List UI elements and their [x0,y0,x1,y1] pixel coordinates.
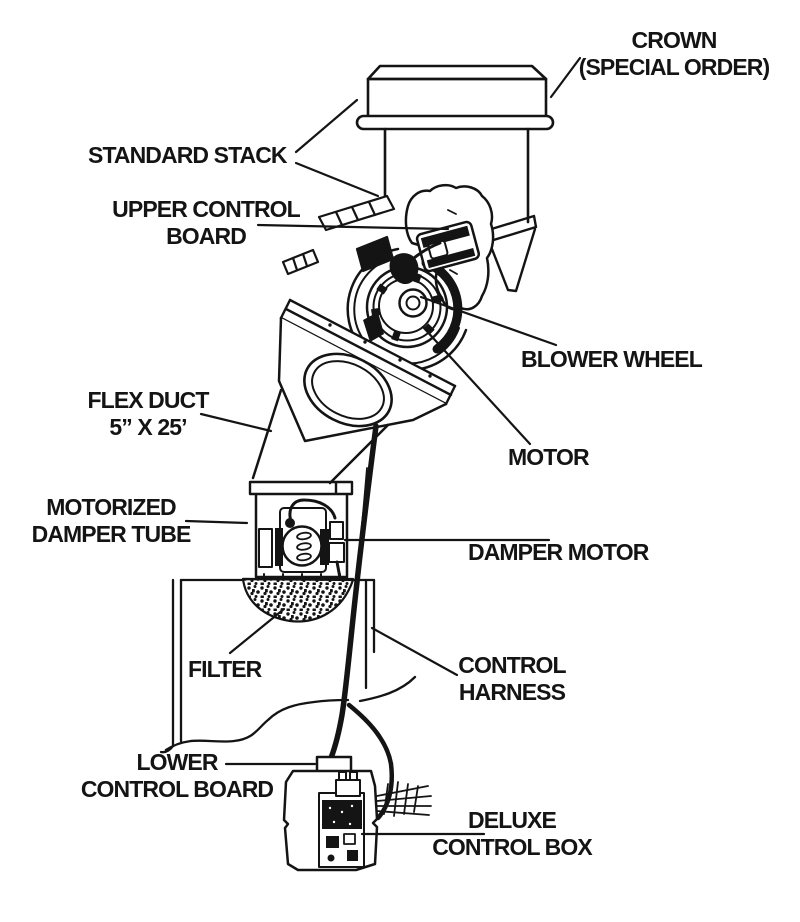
label-lower-control-board-line2: CONTROL BOARD [80,776,274,802]
label-motorized-damper-tube-line2: DAMPER TUBE [31,521,192,547]
motor-wire [412,241,442,260]
leader-motor [421,325,532,446]
oval-port-box [277,316,448,443]
stack-shape [383,127,530,224]
label-upper-control-board: UPPER CONTROL BOARD [96,196,316,250]
label-flex-duct: FLEX DUCT 5” X 25’ [58,387,238,441]
label-flex-duct-line1: FLEX DUCT [87,387,210,413]
label-upper-control-board-line2: BOARD [166,223,247,249]
label-upper-control-board-line1: UPPER CONTROL [112,196,301,222]
label-motor: MOTOR [508,444,590,470]
leader-upper-control-board [256,223,450,231]
control-box-shape [282,755,432,872]
leader-motorized-damper-tube [184,519,249,525]
label-deluxe-control-box-line2: CONTROL BOX [432,834,593,860]
leader-flex-duct [199,412,273,433]
label-deluxe-control-box-line1: DELUXE [468,807,557,833]
label-control-harness-line1: CONTROL [458,652,566,678]
flex-duct-shape [251,388,390,485]
blower-wheel-shape [365,265,449,349]
label-control-harness: CONTROL HARNESS [432,652,592,706]
label-blower-wheel: BLOWER WHEEL [521,346,703,372]
label-damper-motor: DAMPER MOTOR [468,539,649,565]
mounting-plate [279,298,457,406]
label-crown-line2: (SPECIAL ORDER) [578,54,770,80]
leader-control-harness [370,626,459,677]
label-crown: CROWN (SPECIAL ORDER) [544,27,800,81]
label-motorized-damper-tube: MOTORIZED DAMPER TUBE [21,494,201,548]
wire-bundle [376,781,432,817]
label-standard-stack: STANDARD STACK [88,142,288,168]
label-flex-duct-line2: 5” X 25’ [109,414,187,440]
upper-control-board-shape [415,220,481,273]
stack-elbow-duct [483,214,538,293]
label-deluxe-control-box: DELUXE CONTROL BOX [432,807,593,861]
label-lower-control-board-line1: LOWER [136,749,218,775]
leader-standard-stack-upper [294,98,359,154]
label-lower-control-board: LOWER CONTROL BOARD [57,749,297,803]
leader-filter [228,607,286,655]
crown-shape [355,64,555,131]
damper-tube-shape [248,480,354,580]
leader-lines [184,56,582,836]
label-motorized-damper-tube-line1: MOTORIZED [46,494,176,520]
label-control-harness-line2: HARNESS [458,679,566,705]
label-crown-line1: CROWN [631,27,718,53]
leader-crown [549,56,582,99]
motor-mount-blob [389,253,419,285]
stack-band-straps [281,194,396,276]
label-filter: FILTER [188,656,262,682]
leader-blower-wheel [419,295,558,347]
leader-standard-stack-lower [294,161,380,198]
filter-shape [241,573,355,623]
